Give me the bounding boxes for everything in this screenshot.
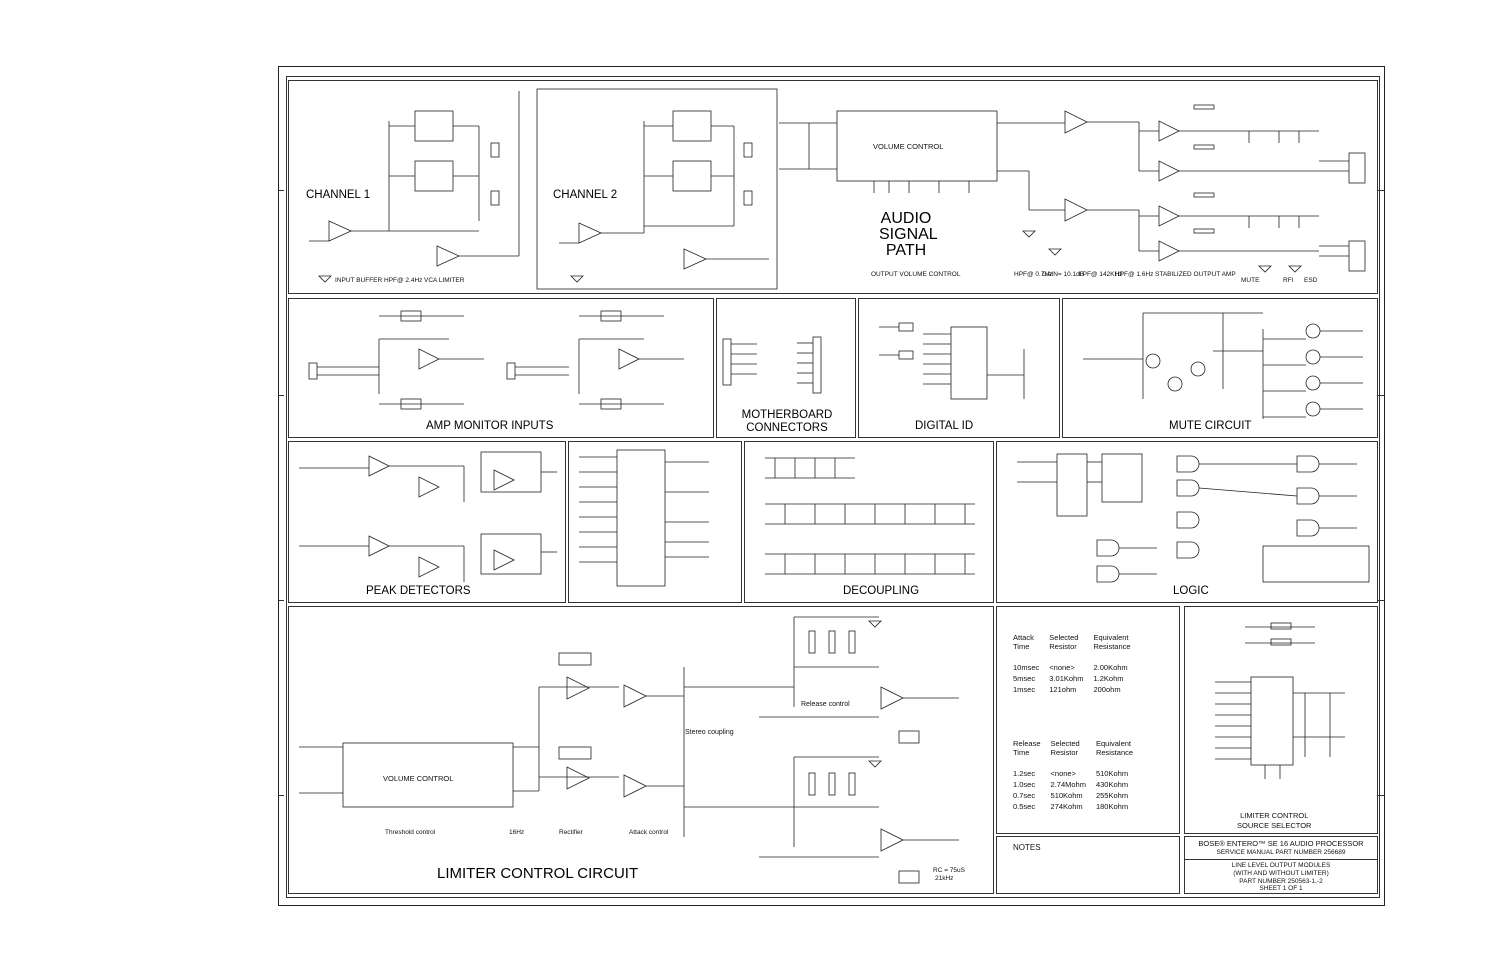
notes-panel: NOTES: [996, 836, 1180, 894]
decoupling-title: DECOUPLING: [843, 585, 920, 597]
limiter-control-schematic: [299, 616, 959, 884]
title-line: SIGNAL: [879, 226, 938, 243]
title-line: PATH: [885, 242, 927, 259]
sub-label: STABILIZED OUTPUT AMP: [1155, 271, 1236, 278]
frame-tick: [1378, 600, 1384, 601]
source-selector-title: LIMITER CONTROL SOURCE SELECTOR: [1237, 811, 1311, 831]
digital-id-panel: DIGITAL ID: [858, 298, 1060, 438]
sub-label: HPF@ 0.7Hz: [1014, 271, 1053, 278]
sub-label: HPF@ 2.4Hz: [384, 277, 423, 284]
limiter-control-circuit-title: LIMITER CONTROL CIRCUIT: [437, 865, 639, 882]
frame-tick: [1378, 395, 1384, 396]
channel-1-label: CHANNEL 1: [306, 189, 371, 201]
limiter-sub-label: 16Hz: [509, 829, 525, 836]
amp-monitor-inputs-title: AMP MONITOR INPUTS: [426, 420, 554, 432]
logic-panel: LOGIC: [996, 441, 1378, 603]
logic-schematic: [1017, 453, 1370, 583]
sheet-frame: [278, 66, 1385, 906]
limiter-sub-label: Release control: [801, 701, 850, 708]
audio-signal-path-schematic: [309, 88, 1366, 290]
switch-matrix-schematic: [579, 449, 709, 587]
limiter-sub-label: 21kHz: [935, 875, 954, 882]
sub-label: RFI: [1283, 277, 1294, 284]
sub-label: ESD: [1304, 277, 1318, 284]
title-line: SOURCE SELECTOR: [1237, 821, 1312, 830]
peak-detectors-title: PEAK DETECTORS: [366, 585, 471, 597]
mute-circuit-title: MUTE CIRCUIT: [1169, 420, 1252, 432]
sub-label: GAIN= 10.1dB: [1042, 271, 1085, 278]
frame-tick: [278, 395, 284, 396]
title-line: MOTHERBOARD: [741, 409, 833, 421]
decoupling-panel: DECOUPLING: [744, 441, 994, 603]
limiter-volume-control-label: VOLUME CONTROL: [383, 774, 454, 783]
title-line: LIMITER CONTROL: [1240, 811, 1309, 820]
decoupling-schematic: [765, 457, 975, 575]
limiter-sub-label: Threshold control: [385, 829, 436, 836]
title-block-line-6: SHEET 1 OF 1: [1259, 885, 1303, 892]
frame-tick: [278, 600, 284, 601]
volume-control-label: VOLUME CONTROL: [873, 142, 944, 151]
motherboard-connectors-panel: MOTHERBOARD CONNECTORS: [716, 298, 856, 438]
amp-monitor-inputs-panel: AMP MONITOR INPUTS: [288, 298, 714, 438]
audio-signal-path-title: AUDIO SIGNAL PATH: [879, 210, 938, 259]
title-block-line-5: PART NUMBER 250563-1,-2: [1239, 878, 1323, 885]
source-selector-schematic: [1215, 622, 1345, 779]
sub-label: VCA LIMITER: [424, 277, 465, 284]
frame-tick: [1378, 795, 1384, 796]
frame-tick: [278, 795, 284, 796]
frame-tick: [278, 190, 284, 191]
table-row: 10msec<none>2.00Kohm: [1013, 663, 1128, 672]
digital-id-schematic: [879, 322, 1025, 400]
sheet-inner-frame: [286, 76, 1380, 898]
limiter-sub-label: Stereo coupling: [685, 729, 734, 736]
table-row: 1.2sec<none>510Kohm: [1013, 769, 1129, 778]
peak-detectors-schematic: [299, 451, 557, 582]
sub-label: MUTE: [1241, 277, 1260, 284]
title-block-line-1: BOSE® ENTERO™ SE 16 AUDIO PROCESSOR: [1198, 839, 1364, 848]
title-block-divider: [1185, 859, 1377, 860]
limiter-control-panel: VOLUME CONTROL Stereo coupling Release c…: [288, 606, 994, 894]
title-block-line-2: SERVICE MANUAL PART NUMBER 256689: [1216, 849, 1346, 856]
title-line: AUDIO: [880, 210, 932, 227]
limiter-sub-label: Rectifier: [559, 829, 583, 836]
title-block-line-4: (WITH AND WITHOUT LIMITER): [1233, 870, 1329, 877]
sub-label: LPF@ 142KHz: [1079, 271, 1123, 278]
sub-label: HPF@ 1.6Hz: [1115, 271, 1154, 278]
audio-signal-path-panel: CHANNEL 1 CHANNEL 2 VOLUME CONTROL AUDIO…: [288, 80, 1378, 294]
frame-tick: [1378, 190, 1384, 191]
mute-circuit-schematic: [1083, 312, 1363, 419]
mute-circuit-panel: MUTE CIRCUIT: [1062, 298, 1378, 438]
digital-id-title: DIGITAL ID: [915, 420, 974, 432]
amp-monitor-schematic: [308, 310, 684, 410]
title-line: CONNECTORS: [746, 422, 828, 434]
channel-2-label: CHANNEL 2: [553, 189, 618, 201]
source-selector-panel: LIMITER CONTROL SOURCE SELECTOR: [1184, 606, 1378, 834]
title-block: BOSE® ENTERO™ SE 16 AUDIO PROCESSOR SERV…: [1184, 836, 1378, 894]
motherboard-schematic: [722, 336, 822, 394]
notes-title: NOTES: [1013, 843, 1041, 852]
title-block-line-3: LINE LEVEL OUTPUT MODULES: [1231, 862, 1331, 869]
motherboard-switch-panel: [568, 441, 742, 603]
limiter-sub-label: Attack control: [629, 829, 669, 836]
limiter-sub-label: RC = 75uS: [933, 867, 965, 874]
motherboard-connectors-title: MOTHERBOARD CONNECTORS: [737, 409, 837, 435]
logic-title: LOGIC: [1173, 585, 1209, 597]
sub-label: OUTPUT VOLUME CONTROL: [871, 271, 961, 278]
sub-label: INPUT BUFFER: [335, 277, 383, 284]
peak-detectors-panel: PEAK DETECTORS: [288, 441, 566, 603]
